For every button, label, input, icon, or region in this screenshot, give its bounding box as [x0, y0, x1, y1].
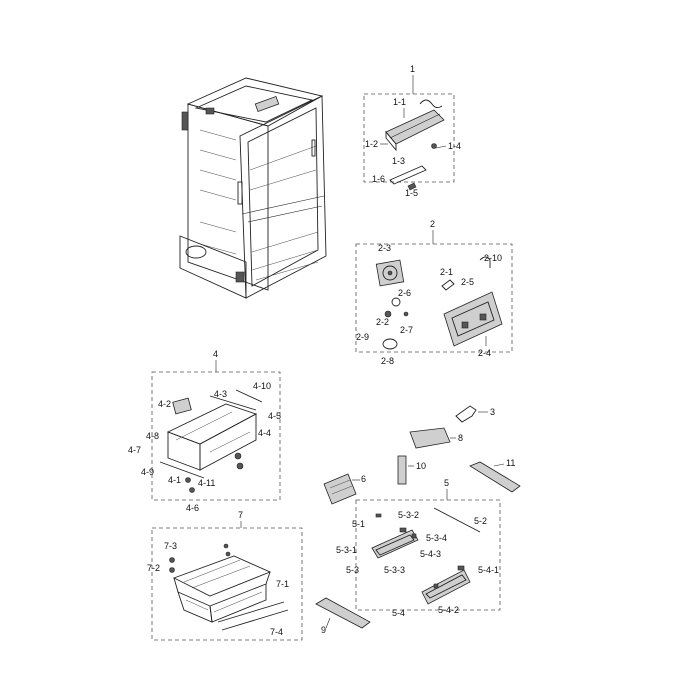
label-1-4: 1-4 — [448, 141, 461, 151]
label-4-9: 4-9 — [141, 467, 154, 477]
label-5-4-1: 5-4-1 — [478, 565, 499, 575]
label-7-1: 7-1 — [276, 579, 289, 589]
label-2-6: 2-6 — [398, 288, 411, 298]
label-8: 8 — [458, 433, 463, 443]
label-10: 10 — [416, 461, 426, 471]
label-4-5: 4-5 — [268, 411, 281, 421]
label-4-1: 4-1 — [168, 475, 181, 485]
label-5-4-3: 5-4-3 — [420, 549, 441, 559]
part-9: 9 — [315, 597, 371, 635]
label-4-2: 4-2 — [158, 399, 171, 409]
label-7: 7 — [238, 510, 243, 520]
label-5-3-4: 5-3-4 — [426, 533, 447, 543]
part-6: 6 — [323, 473, 366, 505]
part-3: 3 — [455, 405, 495, 423]
label-1-6: 1-6 — [372, 174, 385, 184]
assembly-group-1: 1 1-1 1-2 1-3 1-4 1-5 1-6 — [363, 64, 461, 198]
label-2-2: 2-2 — [376, 317, 389, 327]
label-4-6: 4-6 — [186, 503, 199, 513]
label-4-8: 4-8 — [146, 431, 159, 441]
label-4: 4 — [213, 349, 218, 359]
assembly-group-5: 5 5-3-2 5-1 5-2 5-3-4 5-3-1 5-4-3 5-3 5-… — [336, 478, 501, 618]
label-5-4-2: 5-4-2 — [438, 605, 459, 615]
refrigerator-cabinet — [179, 77, 327, 299]
label-1-5: 1-5 — [405, 188, 418, 198]
label-7-2: 7-2 — [147, 563, 160, 573]
part-10: 10 — [397, 455, 426, 485]
label-4-4: 4-4 — [258, 428, 271, 438]
label-1: 1 — [410, 64, 415, 74]
label-5-4: 5-4 — [392, 608, 405, 618]
label-1-2: 1-2 — [365, 139, 378, 149]
label-2-8: 2-8 — [381, 356, 394, 366]
label-7-3: 7-3 — [164, 541, 177, 551]
label-2-10: 2-10 — [484, 253, 502, 263]
assembly-group-4: 4 4-10 4-3 4-2 4-5 4-4 4-8 4-7 4-9 4-1 4… — [128, 349, 281, 513]
label-4-10: 4-10 — [253, 381, 271, 391]
part-11: 11 — [469, 458, 521, 493]
label-2-3: 2-3 — [378, 243, 391, 253]
label-5-2: 5-2 — [474, 516, 487, 526]
assembly-group-2: 2 2-3 2-1 2-10 2-5 2-6 2-2 2-7 2-9 2-8 2… — [355, 219, 513, 366]
label-7-4: 7-4 — [270, 627, 283, 637]
label-4-3: 4-3 — [214, 389, 227, 399]
label-2-7: 2-7 — [400, 325, 413, 335]
label-2-9: 2-9 — [356, 332, 369, 342]
label-2-5: 2-5 — [461, 277, 474, 287]
label-4-11: 4-11 — [198, 478, 215, 488]
label-2-4: 2-4 — [478, 348, 491, 358]
label-5-3-2: 5-3-2 — [398, 510, 419, 520]
part-8: 8 — [409, 427, 463, 449]
label-5-3-3: 5-3-3 — [384, 565, 405, 575]
label-1-3: 1-3 — [392, 156, 405, 166]
label-5-3: 5-3 — [346, 565, 359, 575]
assembly-group-7: 7 7-3 7-2 7-1 7-4 — [147, 510, 303, 641]
label-5-1: 5-1 — [352, 519, 365, 529]
label-3: 3 — [490, 407, 495, 417]
label-9: 9 — [321, 625, 326, 635]
label-1-1: 1-1 — [393, 97, 406, 107]
label-5: 5 — [444, 478, 449, 488]
label-5-3-1: 5-3-1 — [336, 545, 357, 555]
label-2: 2 — [430, 219, 435, 229]
label-2-1: 2-1 — [440, 267, 453, 277]
label-4-7: 4-7 — [128, 445, 141, 455]
label-11: 11 — [506, 458, 515, 468]
label-6: 6 — [361, 474, 366, 484]
